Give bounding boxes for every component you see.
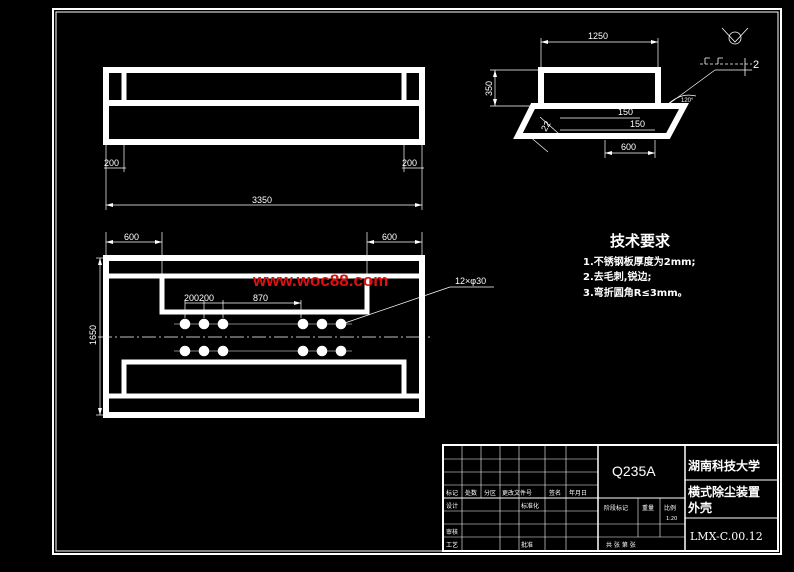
tech-req-item-2: 2.去毛刺,锐边; xyxy=(583,270,652,283)
tb-label-stage-mark: 阶段标记 xyxy=(604,504,628,512)
side-view xyxy=(490,38,716,158)
plan-dim-hole-spacing: 200200 xyxy=(184,293,214,303)
front-dim-200-right: 200 xyxy=(402,158,417,168)
tb-label-standardize: 标准化 xyxy=(521,502,539,510)
tb-label-approve: 批准 xyxy=(521,541,533,549)
side-box xyxy=(538,67,661,109)
plan-dim-600-left: 600 xyxy=(124,232,139,242)
tb-label-weight: 重量 xyxy=(642,504,654,512)
plan-lower-inner xyxy=(121,359,407,396)
tb-label-date: 年月日 xyxy=(569,489,587,497)
tb-label-sign: 签名 xyxy=(549,489,561,497)
hole-pattern xyxy=(174,318,352,357)
side-dim-600: 600 xyxy=(621,142,636,152)
side-angle: 120° xyxy=(681,98,694,104)
front-dim-200-left: 200 xyxy=(104,158,119,168)
side-dim-diag: 22 xyxy=(539,119,553,133)
plan-dim-870: 870 xyxy=(253,293,268,303)
tech-req-item-1: 1.不锈钢板厚度为2mm; xyxy=(583,255,696,268)
tb-material: Q235A xyxy=(612,463,656,479)
front-dim-3350: 3350 xyxy=(252,195,272,205)
side-dim-1250: 1250 xyxy=(588,31,608,41)
front-view xyxy=(103,67,425,210)
weld-all-around-icon xyxy=(728,31,742,45)
plan-upper-inner xyxy=(159,276,370,315)
watermark: www.woc88.com xyxy=(252,271,388,290)
title-block xyxy=(442,444,779,552)
tb-scale: 1:20 xyxy=(666,516,677,522)
sheet-border xyxy=(52,8,782,555)
weld-symbol xyxy=(700,27,752,76)
side-dim-350: 350 xyxy=(484,81,494,96)
tb-school: 湖南科技大学 xyxy=(688,458,760,473)
tb-label-process: 工艺 xyxy=(446,541,458,549)
tb-label-ratio: 比例 xyxy=(664,504,676,512)
tb-part-name-2: 外壳 xyxy=(688,500,712,515)
tech-req-title: 技术要求 xyxy=(610,232,671,250)
tb-label-sheets: 共 张 第 张 xyxy=(606,541,636,549)
side-dim-150-b: 150 xyxy=(630,119,645,129)
drawing-frame xyxy=(55,11,779,552)
hole-leader xyxy=(341,286,451,325)
plan-dim-600-right: 600 xyxy=(382,232,397,242)
tb-label-change-doc: 更改文件号 xyxy=(502,489,532,497)
plan-outer xyxy=(103,255,425,418)
tb-label-review: 审核 xyxy=(446,528,458,536)
side-hopper xyxy=(513,103,689,139)
plan-dim-1650: 1650 xyxy=(88,325,98,345)
hole-callout: 12×φ30 xyxy=(455,276,486,286)
tb-label-count: 处数 xyxy=(465,489,477,497)
tb-label-design: 设计 xyxy=(446,502,458,510)
tb-label-mark: 标记 xyxy=(446,489,458,497)
title-block-text: Q235A 湖南科技大学 横式除尘装置 外壳 LMX-C.00.12 1:20 … xyxy=(446,458,763,549)
tb-part-name: 横式除尘装置 xyxy=(688,484,760,499)
plan-view xyxy=(96,232,494,418)
side-dim-150-a: 150 xyxy=(618,107,633,117)
tb-label-zone: 分区 xyxy=(484,489,496,497)
tech-req-item-3: 3.弯折圆角R≤3mm。 xyxy=(583,286,688,299)
tb-drawing-number: LMX-C.00.12 xyxy=(690,530,763,543)
weld-number: 2 xyxy=(753,59,759,71)
